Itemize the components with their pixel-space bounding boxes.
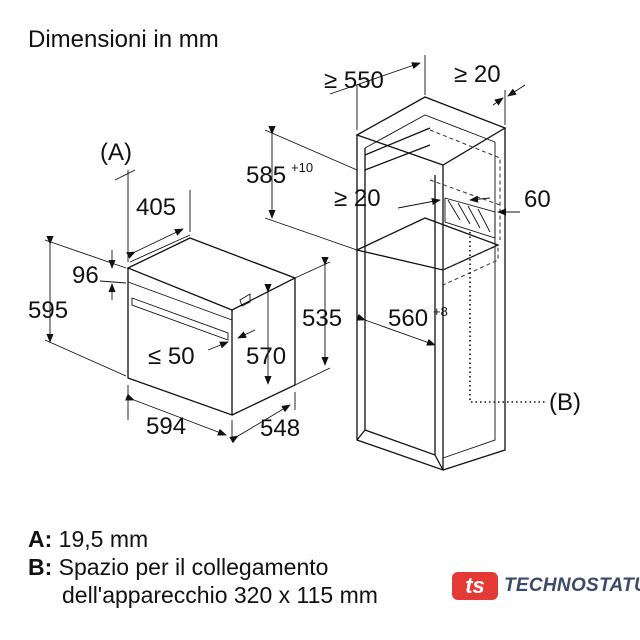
label-b: (B) — [549, 389, 581, 416]
dim-550: ≥ 550 — [324, 67, 384, 94]
dim-50: ≤ 50 — [148, 343, 195, 370]
legend-key: A: — [28, 526, 53, 552]
oven-dimension-lines — [44, 169, 331, 444]
dim-585: 585 — [246, 162, 286, 189]
logo-text: TECHNOSTATUS — [504, 575, 640, 596]
legend-b: B: Spazio per il collegamento — [28, 554, 328, 581]
dim-20-mid: ≥ 20 — [334, 185, 381, 212]
legend-text: Spazio per il collegamento — [58, 554, 329, 580]
dim-405: 405 — [136, 194, 176, 221]
legend-a: A: 19,5 mm — [28, 526, 148, 553]
dim-560-tolerance: +8 — [433, 304, 448, 319]
technostatus-logo: ts TECHNOSTATUS — [452, 572, 640, 600]
dim-585-tolerance: +10 — [291, 160, 313, 175]
legend-key: B: — [28, 554, 53, 580]
oven-drawing — [126, 237, 297, 416]
cabinet-dimension-lines — [264, 55, 545, 403]
legend-b-continued: dell'apparecchio 320 x 115 mm — [62, 582, 440, 609]
diagram-title: Dimensioni in mm — [28, 26, 219, 53]
dim-560: 560 — [388, 305, 428, 332]
dim-570: 570 — [246, 343, 286, 370]
dim-96: 96 — [72, 262, 99, 289]
dim-535: 535 — [302, 305, 342, 332]
label-a: (A) — [100, 139, 132, 166]
dim-594: 594 — [146, 413, 186, 440]
legend-text: 19,5 mm — [58, 526, 149, 552]
dim-548: 548 — [260, 415, 300, 442]
cabinet-drawing — [355, 96, 507, 471]
dim-60: 60 — [524, 186, 551, 213]
logo-mark: ts — [452, 572, 498, 600]
legend-text: dell'apparecchio 320 x 115 mm — [62, 582, 378, 608]
dim-20-top: ≥ 20 — [454, 61, 501, 88]
dim-595: 595 — [28, 297, 68, 324]
